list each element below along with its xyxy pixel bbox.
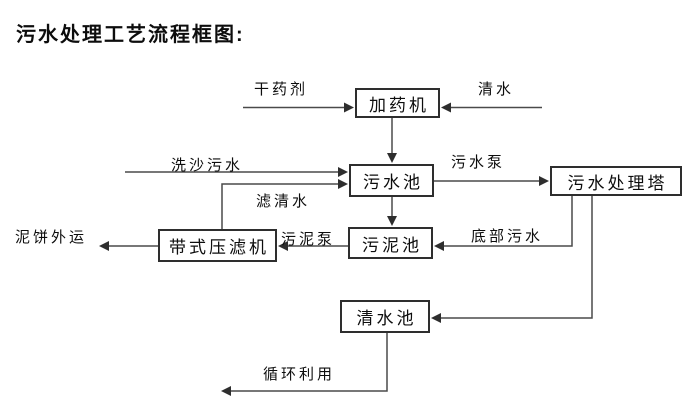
flow-label-bottom-sewage: 底部污水 — [471, 228, 544, 245]
node-treatment-tower-label: 污水处理塔 — [567, 173, 668, 193]
diagram-title: 污水处理工艺流程框图: — [16, 24, 245, 46]
node-dosing-machine-label: 加药机 — [369, 95, 429, 115]
node-sludge-pool: 污泥池 — [348, 227, 433, 259]
flow-label-dry-agent: 干药剂 — [254, 81, 309, 98]
arrow-tower-to-clean-pool — [431, 196, 593, 323]
node-clean-water-pool-label: 清水池 — [356, 309, 417, 328]
arrow-bottom-sewage-to-sludge-pool — [434, 196, 573, 251]
flow-label-filtered-water: 滤清水 — [256, 193, 311, 210]
node-belt-filter-press: 带式压滤机 — [158, 229, 277, 262]
arrow-filtered-water-to-sewage-pool — [221, 179, 348, 229]
node-dosing-machine: 加药机 — [355, 88, 440, 118]
arrow-clean-pool-to-recycle — [221, 333, 388, 396]
flow-label-mud-cake-out: 泥饼外运 — [15, 229, 88, 246]
node-sewage-pool: 污水池 — [349, 164, 434, 197]
node-sewage-pool-label: 污水池 — [363, 173, 423, 192]
flow-label-sewage-pump: 污水泵 — [451, 154, 506, 171]
flow-label-recycle-use: 循环利用 — [263, 366, 336, 383]
node-clean-water-pool: 清水池 — [340, 300, 430, 333]
node-belt-filter-press-label: 带式压滤机 — [169, 238, 269, 257]
node-sludge-pool-label: 污泥池 — [362, 235, 422, 255]
flow-label-sand-washing-sewage: 洗沙污水 — [171, 157, 244, 174]
node-treatment-tower: 污水处理塔 — [550, 166, 682, 196]
flow-label-sludge-pump: 污泥泵 — [281, 231, 336, 248]
flow-label-clean-water: 清水 — [478, 81, 515, 98]
